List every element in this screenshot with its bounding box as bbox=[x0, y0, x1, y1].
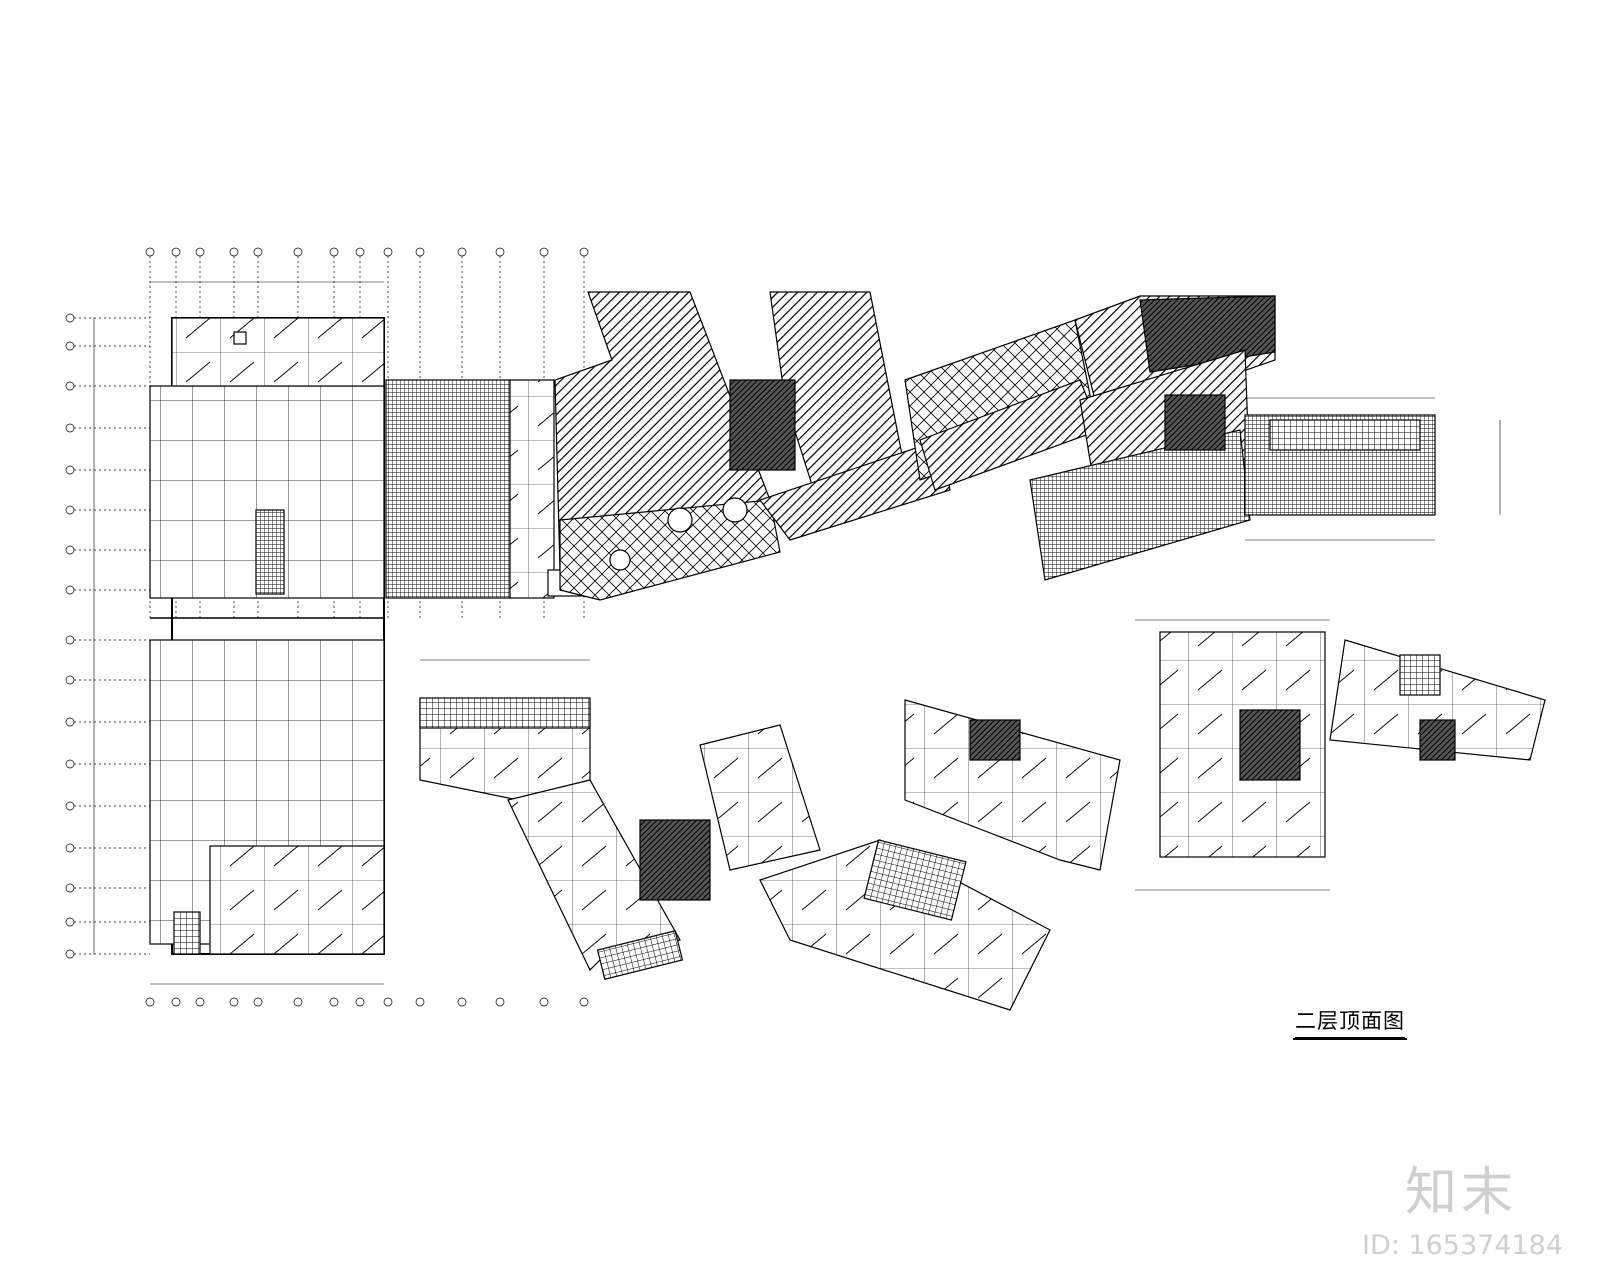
axis-bubble bbox=[195, 997, 205, 1007]
axis-bubble bbox=[579, 247, 589, 257]
dimension-lines bbox=[93, 281, 1501, 985]
axis-bubble bbox=[457, 997, 467, 1007]
axis-bubble bbox=[253, 997, 263, 1007]
atrium-mesh-block bbox=[385, 379, 589, 599]
axis-bubble bbox=[65, 505, 75, 515]
axis-bubble bbox=[415, 997, 425, 1007]
axis-bubble bbox=[329, 247, 339, 257]
axis-bubble bbox=[65, 423, 75, 433]
axis-bubble bbox=[355, 247, 365, 257]
lower-left-wing bbox=[419, 697, 1051, 1011]
axis-bubble bbox=[65, 801, 75, 811]
axis-bubble bbox=[539, 997, 549, 1007]
watermark-id: ID: 165374184 bbox=[1362, 1230, 1564, 1261]
axis-bubble bbox=[539, 247, 549, 257]
axis-bubble bbox=[65, 917, 75, 927]
axis-bubble bbox=[65, 465, 75, 475]
axis-bubble bbox=[65, 843, 75, 853]
axis-bubble bbox=[383, 247, 393, 257]
axis-bubble bbox=[495, 247, 505, 257]
axis-bubble bbox=[65, 883, 75, 893]
axis-bubble bbox=[457, 247, 467, 257]
upper-wing bbox=[554, 291, 1436, 601]
axis-bubble bbox=[65, 675, 75, 685]
axis-bubble bbox=[145, 997, 155, 1007]
axis-bubble bbox=[383, 997, 393, 1007]
axis-bubble bbox=[293, 997, 303, 1007]
axis-bubble bbox=[293, 247, 303, 257]
axis-bubble bbox=[415, 247, 425, 257]
axis-bubble bbox=[229, 247, 239, 257]
axis-bubble bbox=[355, 997, 365, 1007]
axis-bubble bbox=[579, 997, 589, 1007]
axis-bubble bbox=[195, 247, 205, 257]
axis-bubble bbox=[65, 635, 75, 645]
axis-bubble bbox=[229, 997, 239, 1007]
lower-right-wing bbox=[904, 631, 1546, 871]
axis-bubble bbox=[171, 247, 181, 257]
watermark-logo: 知末 bbox=[1405, 1163, 1518, 1223]
axis-bubble bbox=[65, 545, 75, 555]
axis-bubble bbox=[253, 247, 263, 257]
axis-bubble bbox=[65, 585, 75, 595]
axis-bubble bbox=[65, 341, 75, 351]
axis-bubble bbox=[145, 247, 155, 257]
axis-bubble bbox=[171, 997, 181, 1007]
axis-bubble bbox=[65, 717, 75, 727]
left-parking-block bbox=[149, 317, 385, 955]
axis-bubble bbox=[65, 313, 75, 323]
drawing-title: 二层顶面图 bbox=[1293, 1008, 1407, 1040]
axis-bubble bbox=[495, 997, 505, 1007]
axis-bubble bbox=[329, 997, 339, 1007]
axis-bubble bbox=[65, 759, 75, 769]
axis-bubble bbox=[65, 949, 75, 959]
drawing-title-block: 二层顶面图 bbox=[1293, 1008, 1407, 1040]
axis-bubble bbox=[65, 381, 75, 391]
